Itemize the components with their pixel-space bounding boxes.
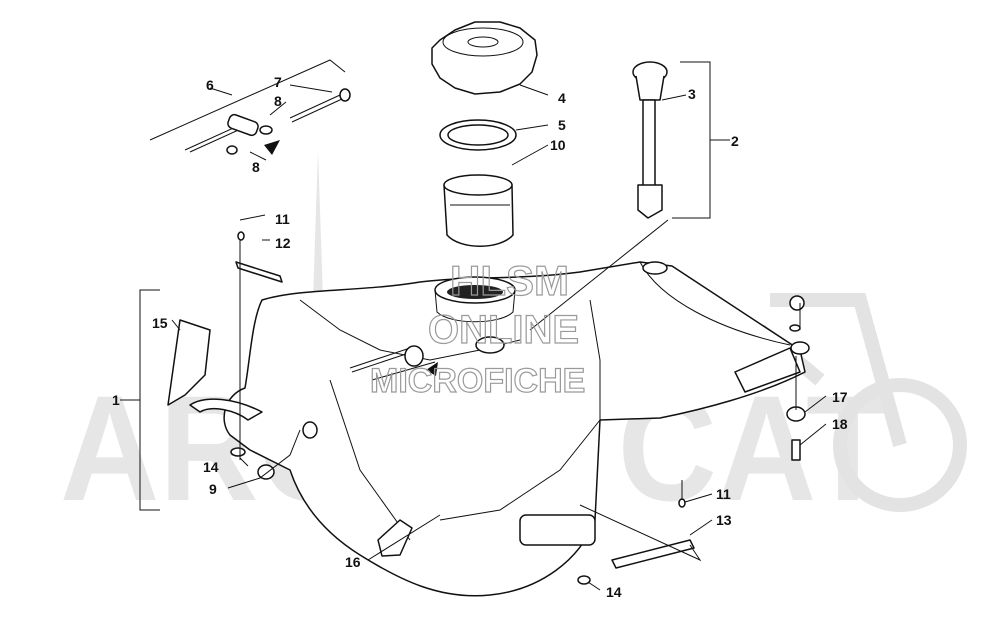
arrow-marker-icon xyxy=(264,140,280,155)
callout-5: 5 xyxy=(558,117,566,133)
fuel-gauge-sender xyxy=(632,61,668,219)
gasket-ring xyxy=(439,119,517,151)
callout-8-top: 8 xyxy=(274,93,282,109)
decal-piece xyxy=(377,519,413,557)
callout-numbers: 1 2 3 4 5 6 7 8 8 9 10 11 11 12 13 14 14… xyxy=(112,74,848,600)
callout-8-bottom: 8 xyxy=(252,159,260,175)
leader-lines xyxy=(120,59,827,591)
watermark-online: ONLINE xyxy=(428,308,579,352)
callout-9: 9 xyxy=(209,481,217,497)
callout-18: 18 xyxy=(832,416,848,432)
callout-10: 10 xyxy=(550,137,566,153)
callout-1: 1 xyxy=(112,392,120,408)
callout-14-right: 14 xyxy=(606,584,622,600)
callout-6: 6 xyxy=(206,77,214,93)
watermark-microfiche: MICROFICHE xyxy=(370,362,585,400)
filler-sleeve xyxy=(443,174,514,247)
arrow-marker-icon-2 xyxy=(426,362,438,376)
callout-7: 7 xyxy=(274,74,282,90)
callout-16: 16 xyxy=(345,554,361,570)
filler-neck xyxy=(434,276,516,354)
fuel-cap xyxy=(431,21,538,95)
callout-12: 12 xyxy=(275,235,291,251)
hlsm-watermark: HLSM ONLINE MICROFICHE xyxy=(369,256,586,400)
callout-17: 17 xyxy=(832,389,848,405)
callout-11-left: 11 xyxy=(275,211,290,227)
spire-shape xyxy=(312,150,324,330)
callout-11-right: 11 xyxy=(716,486,731,502)
callout-13: 13 xyxy=(716,512,732,528)
mounting-bolt-group xyxy=(184,88,351,155)
callout-15: 15 xyxy=(152,315,168,331)
fuel-tank xyxy=(223,261,806,597)
right-small-parts xyxy=(349,295,810,585)
left-small-parts xyxy=(167,231,283,480)
callout-14-left: 14 xyxy=(203,459,219,475)
callout-3: 3 xyxy=(688,86,696,102)
watermark-hlsm: HLSM xyxy=(450,257,569,304)
callout-4: 4 xyxy=(558,90,566,106)
callout-2: 2 xyxy=(731,133,739,149)
